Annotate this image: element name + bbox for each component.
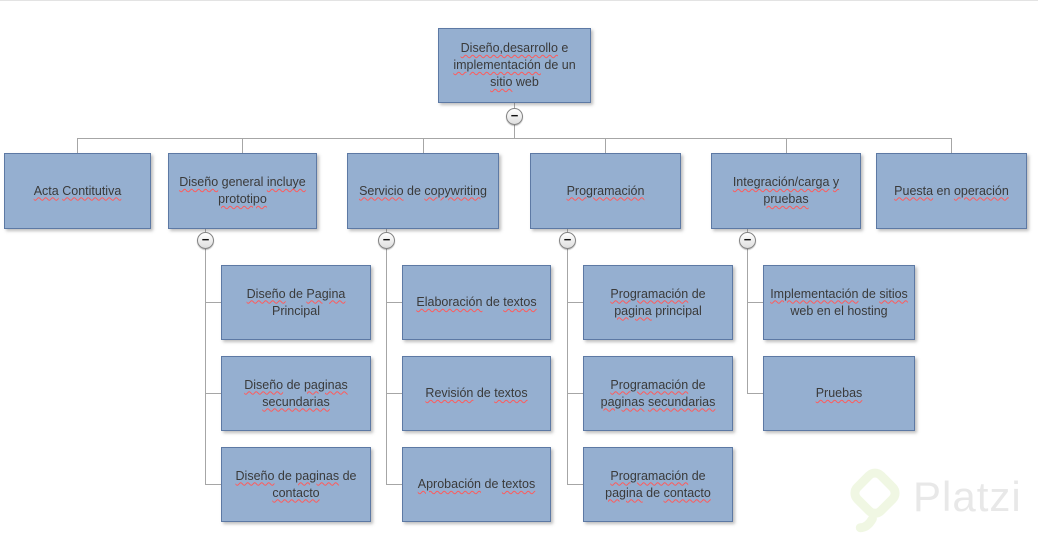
node-root[interactable]: Diseño,desarrollo e implementación de un…: [438, 28, 591, 103]
platzi-logo-icon: [850, 468, 900, 533]
node-programacion-paginas-secundarias[interactable]: Programación de paginas secundarias: [583, 356, 733, 431]
node-diseno-general[interactable]: Diseño general incluye prototipo: [168, 153, 317, 229]
node-label: Programación de pagina de contacto: [605, 468, 711, 500]
node-label: Aprobación de textos: [417, 477, 536, 492]
collapse-minus-button-root[interactable]: −: [506, 108, 523, 125]
node-label: Diseño de Pagina Principal: [246, 286, 346, 318]
platzi-watermark: Platzi: [843, 461, 1022, 533]
node-label: Acta Contitutiva: [33, 183, 122, 198]
node-programacion-pagina-principal[interactable]: Programación de pagina principal: [583, 265, 733, 340]
node-label: Programación de pagina principal: [610, 286, 706, 318]
node-acta-contitutiva[interactable]: Acta Contitutiva: [4, 153, 151, 229]
node-diseno-paginas-contacto[interactable]: Diseño de paginas de contacto: [221, 447, 371, 522]
node-label: Puesta en operación: [894, 183, 1009, 198]
platzi-wordmark: Platzi: [913, 473, 1022, 520]
collapse-minus-button-servicio-copywriting[interactable]: −: [378, 232, 395, 249]
node-label: Diseño de paginas de contacto: [235, 468, 357, 500]
node-diseno-pagina-principal[interactable]: Diseño de Pagina Principal: [221, 265, 371, 340]
node-programacion-pagina-contacto[interactable]: Programación de pagina de contacto: [583, 447, 733, 522]
node-label: Elaboración de textos: [416, 295, 537, 310]
node-servicio-copywriting[interactable]: Servicio de copywriting: [347, 153, 499, 229]
node-label: Diseño general incluye prototipo: [179, 175, 306, 206]
node-puesta-en-operacion[interactable]: Puesta en operación: [876, 153, 1027, 229]
node-aprobacion-textos[interactable]: Aprobación de textos: [402, 447, 551, 522]
node-pruebas[interactable]: Pruebas: [763, 356, 915, 431]
node-label: Revisión de textos: [425, 386, 528, 401]
node-elaboracion-textos[interactable]: Elaboración de textos: [402, 265, 551, 340]
node-diseno-paginas-secundarias[interactable]: Diseño de paginas secundarias: [221, 356, 371, 431]
collapse-minus-button-programacion[interactable]: −: [559, 232, 576, 249]
node-label: Integración/carga y pruebas: [732, 175, 840, 206]
node-label: Diseño,desarrollo e implementación de un…: [453, 41, 576, 89]
node-implementacion-hosting[interactable]: Implementación de sitios web en el hosti…: [763, 265, 915, 340]
collapse-minus-button-diseno-general[interactable]: −: [197, 232, 214, 249]
node-label: Pruebas: [815, 386, 863, 401]
node-integracion-carga-pruebas[interactable]: Integración/carga y pruebas: [711, 153, 861, 229]
node-label: Programación: [566, 183, 645, 198]
node-programacion[interactable]: Programación: [530, 153, 681, 229]
node-label: Diseño de paginas secundarias: [244, 377, 348, 409]
collapse-minus-button-integracion[interactable]: −: [739, 232, 756, 249]
node-label: Implementación de sitios web en el hosti…: [770, 286, 908, 318]
node-label: Servicio de copywriting: [359, 183, 487, 198]
node-revision-textos[interactable]: Revisión de textos: [402, 356, 551, 431]
node-label: Programación de paginas secundarias: [600, 377, 716, 409]
